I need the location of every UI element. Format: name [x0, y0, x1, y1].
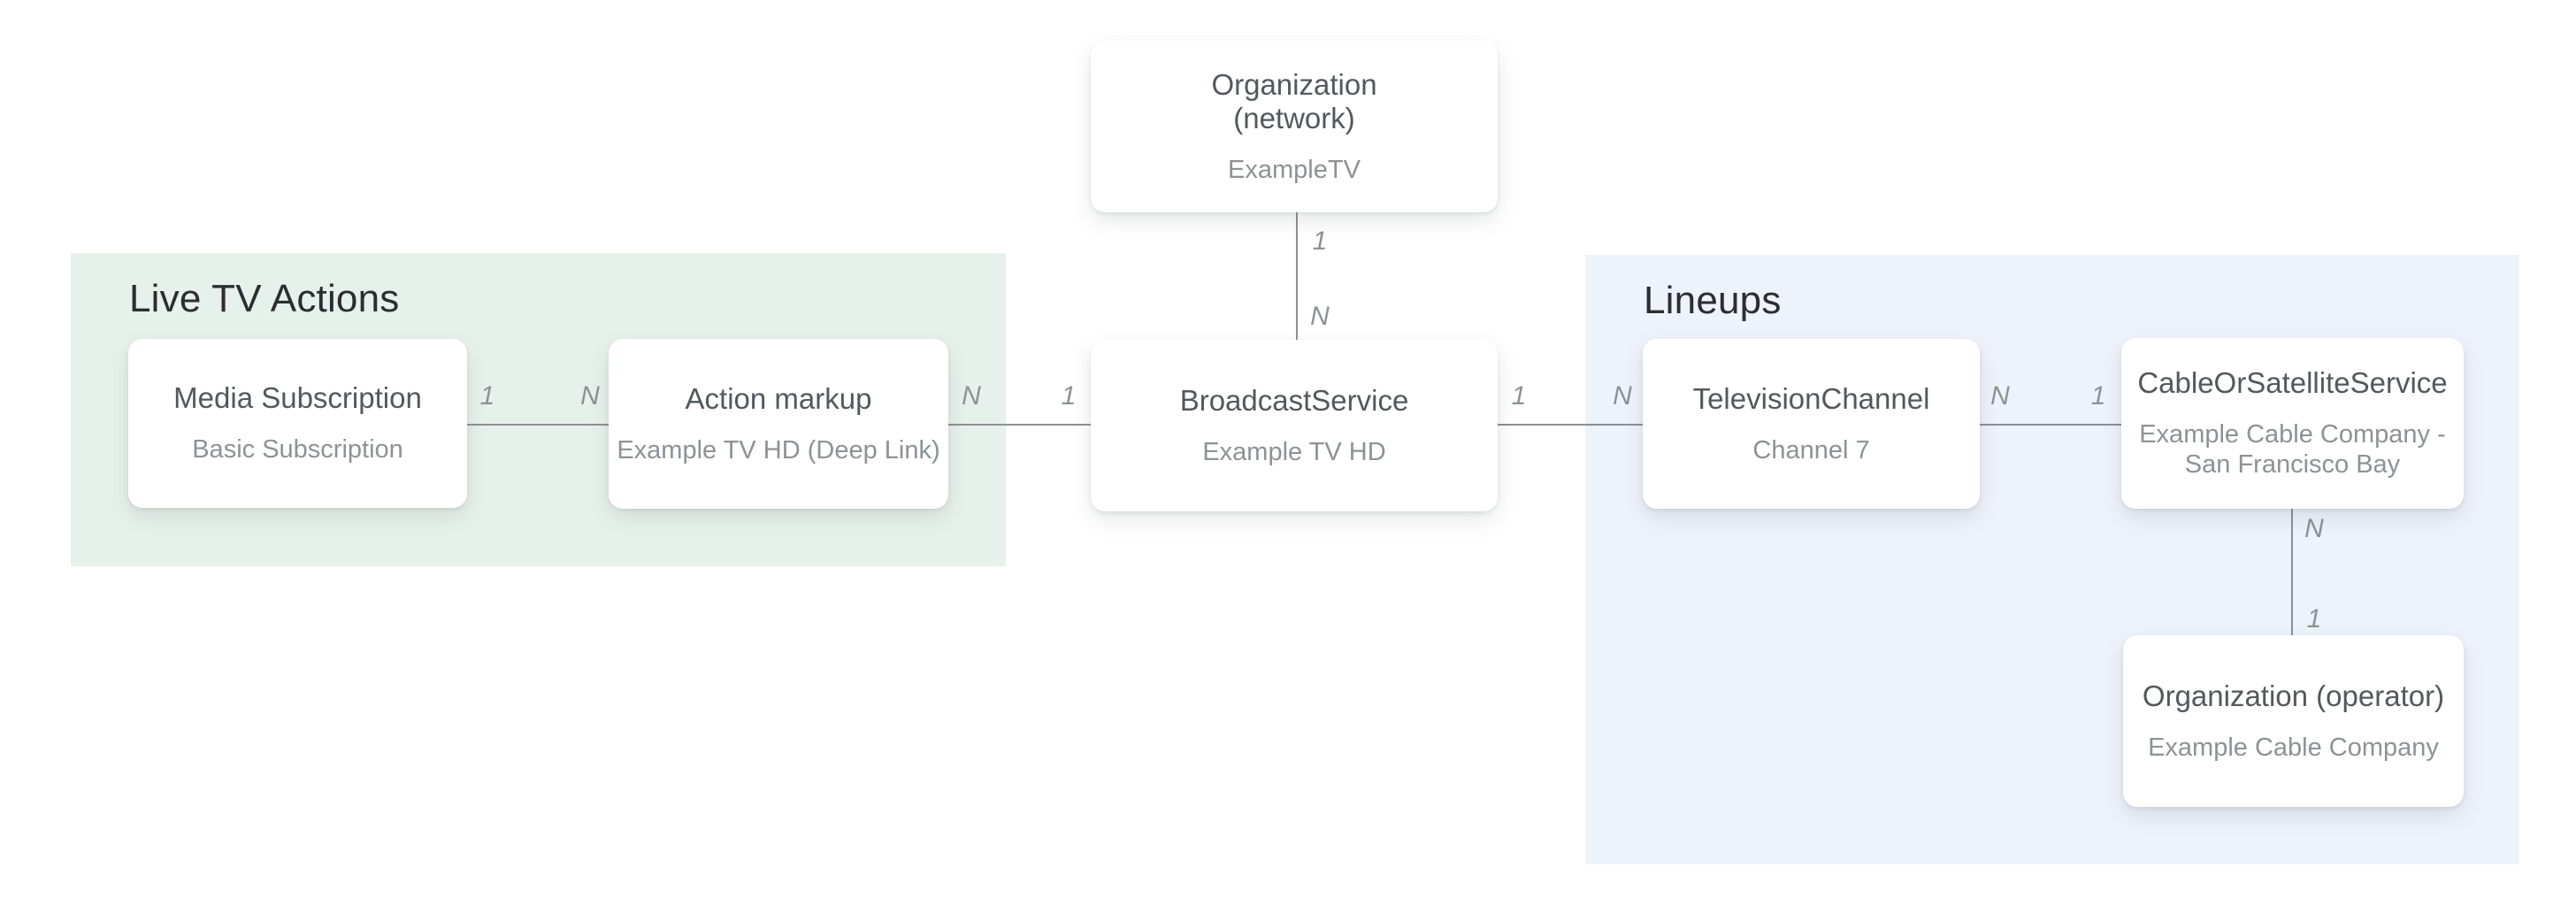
- entity-subtitle: Channel 7: [1752, 435, 1870, 465]
- entity-title: Organization (network): [1211, 67, 1377, 134]
- entity-card-organization-operator: Organization (operator) Example Cable Co…: [2123, 635, 2464, 807]
- cardinality-label: 1: [1061, 381, 1077, 411]
- entity-card-media-subscription: Media Subscription Basic Subscription: [128, 339, 467, 508]
- entity-title: CableOrSatelliteService: [2137, 366, 2448, 400]
- entity-card-action-markup: Action markup Example TV HD (Deep Link): [609, 339, 948, 509]
- cardinality-label: 1: [1511, 381, 1527, 411]
- entity-subtitle: Example TV HD (Deep Link): [617, 435, 940, 465]
- entity-title: Organization (operator): [2142, 679, 2445, 712]
- cardinality-label: N: [580, 381, 600, 411]
- entity-card-cable-or-satellite-service: CableOrSatelliteService Example Cable Co…: [2121, 338, 2464, 509]
- group-lineups-heading: Lineups: [1644, 279, 1782, 322]
- entity-subtitle: Example TV HD: [1202, 437, 1386, 466]
- cardinality-label: 1: [2090, 381, 2106, 411]
- cardinality-label: N: [962, 381, 981, 411]
- entity-title: Action markup: [685, 381, 872, 415]
- entity-title: TelevisionChannel: [1692, 381, 1930, 415]
- entity-title: Media Subscription: [173, 381, 422, 415]
- connector-televisionchannel-to-cableorsatelliteservice: [1980, 424, 2121, 426]
- cardinality-label: N: [1310, 302, 1330, 331]
- cardinality-label: 1: [2306, 604, 2322, 633]
- group-live-tv-actions-heading: Live TV Actions: [129, 277, 400, 320]
- cardinality-label: N: [1613, 381, 1632, 411]
- entity-title: BroadcastService: [1179, 383, 1409, 417]
- cardinality-label: N: [2304, 514, 2324, 543]
- cardinality-label: N: [1990, 381, 2010, 411]
- connector-network-to-broadcastservice: [1296, 212, 1298, 340]
- entity-card-organization-network: Organization (network) ExampleTV: [1091, 41, 1498, 212]
- connector-actionmarkup-to-broadcastservice: [948, 424, 1091, 426]
- entity-subtitle: Example Cable Company - San Francisco Ba…: [2139, 420, 2446, 480]
- entity-subtitle: Example Cable Company: [2148, 733, 2439, 762]
- connector-mediasubscription-to-actionmarkup: [467, 424, 609, 426]
- entity-subtitle: Basic Subscription: [192, 435, 403, 465]
- entity-subtitle: ExampleTV: [1228, 155, 1361, 184]
- entity-card-broadcast-service: BroadcastService Example TV HD: [1091, 340, 1498, 511]
- connector-cableorsatelliteservice-to-operator: [2291, 509, 2293, 635]
- connector-broadcastservice-to-televisionchannel: [1498, 424, 1643, 426]
- cardinality-label: 1: [479, 381, 495, 411]
- entity-card-television-channel: TelevisionChannel Channel 7: [1643, 339, 1980, 509]
- cardinality-label: 1: [1312, 226, 1328, 256]
